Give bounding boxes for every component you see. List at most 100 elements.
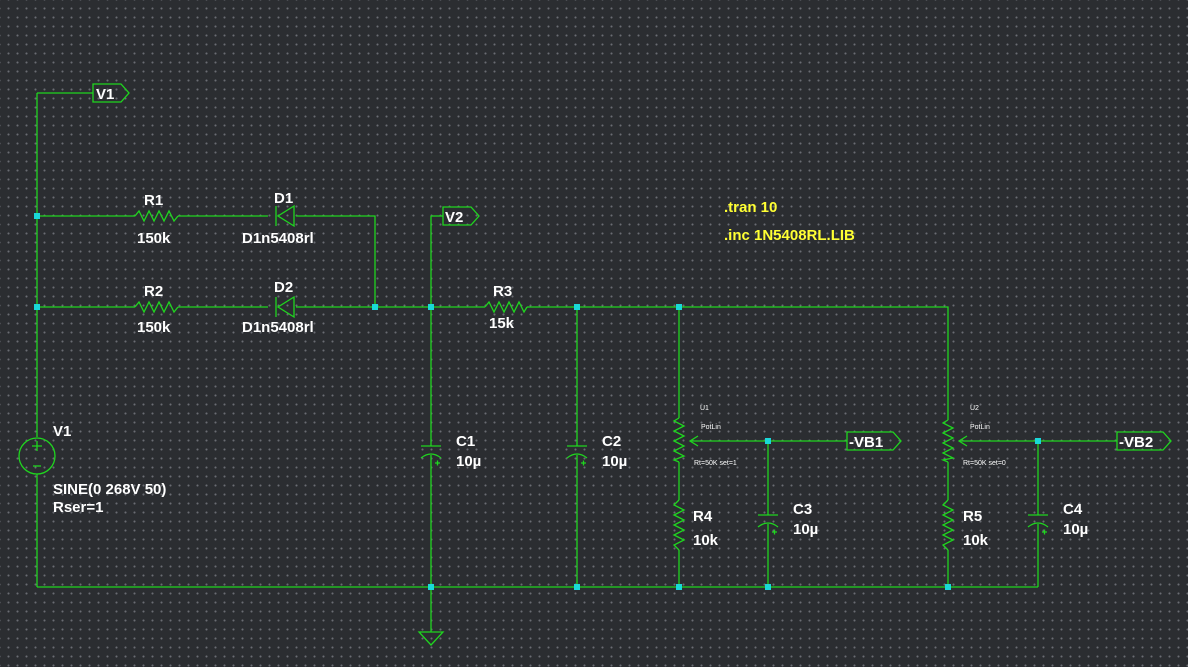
diode-triangle [276, 295, 295, 319]
r3-name: R3 [493, 283, 512, 300]
resistor-zigzag [134, 300, 179, 314]
r5-value: 10k [963, 532, 989, 549]
junction-dot [34, 213, 40, 219]
cap-plus [772, 529, 777, 535]
u2-name: U2 [970, 405, 979, 412]
junction-dot [676, 584, 682, 590]
u1-params: Rt=50K set=1 [694, 460, 737, 467]
c1-value: 10µ [456, 453, 481, 470]
net-flag-v2[interactable]: V2 [442, 206, 480, 226]
resistor-zigzag [134, 209, 179, 223]
net-flag-v1[interactable]: V1 [92, 83, 130, 103]
u1-name: U1 [700, 405, 709, 412]
cap-plus [1042, 529, 1047, 535]
u1-model: PotLin [701, 424, 721, 431]
wire-r3-right [527, 306, 949, 420]
flag-label-vb2: -VB2 [1119, 434, 1153, 451]
plus-sign [32, 441, 42, 451]
r2-name: R2 [144, 283, 163, 300]
source-name: V1 [53, 423, 71, 440]
pot-zigzag [672, 417, 686, 463]
r4-name: R4 [693, 508, 713, 525]
c3-value: 10µ [793, 521, 818, 538]
ground-triangle [417, 631, 445, 646]
junction-dot [372, 304, 378, 310]
r3-value: 15k [489, 315, 515, 332]
diode-triangle [276, 204, 295, 228]
flag-shape-v1 [92, 83, 130, 103]
cap-plus [581, 460, 586, 466]
junctions [34, 213, 1041, 590]
capacitor-c4[interactable]: C4 10µ [1027, 501, 1088, 538]
resistor-r1[interactable]: R1 150k [134, 192, 179, 247]
flag-shape-vb2 [1116, 431, 1172, 451]
pot-wiper-arrow [688, 435, 699, 447]
wire-d1-right [296, 215, 376, 307]
junction-dot [574, 584, 580, 590]
spice-directives[interactable]: .tran 10 .inc 1N5408RL.LIB [724, 199, 855, 244]
junction-dot [1035, 438, 1041, 444]
source-circle [18, 437, 56, 475]
flag-label-v2: V2 [445, 209, 463, 226]
resistor-zigzag [941, 499, 955, 551]
d1-name: D1 [274, 190, 293, 207]
junction-dot [428, 584, 434, 590]
potentiometer-u2[interactable]: U2 PotLin Rt=50K set=0 [940, 405, 1006, 467]
d2-name: D2 [274, 279, 293, 296]
d2-value: D1n5408rl [242, 319, 314, 336]
flag-label-v1: V1 [96, 86, 114, 103]
cap-plus [435, 460, 440, 466]
junction-dot [765, 584, 771, 590]
c4-name: C4 [1063, 501, 1083, 518]
capacitor-c3[interactable]: C3 10µ [757, 501, 818, 538]
junction-dot [574, 304, 580, 310]
flag-label-vb1: -VB1 [849, 434, 883, 451]
junction-dot [676, 304, 682, 310]
flag-shape-vb1 [846, 431, 902, 451]
resistor-zigzag [484, 300, 528, 314]
cap-plate-bottom [566, 453, 588, 459]
potentiometer-u1[interactable]: U1 PotLin Rt=50K set=1 [672, 405, 737, 467]
cap-plate-bottom [420, 453, 442, 459]
c1-name: C1 [456, 433, 475, 450]
r1-name: R1 [144, 192, 163, 209]
junction-dot [945, 584, 951, 590]
r5-name: R5 [963, 508, 982, 525]
junction-dot [428, 304, 434, 310]
directive-inc: .inc 1N5408RL.LIB [724, 227, 855, 244]
u2-model: PotLin [970, 424, 990, 431]
resistor-r3[interactable]: R3 15k [484, 283, 528, 332]
source-rser: Rser=1 [53, 499, 103, 516]
pot-zigzag [940, 419, 955, 463]
cap-plate-bottom [757, 522, 779, 528]
diode-d2[interactable]: D2 D1n5408rl [242, 279, 314, 336]
ground-symbol[interactable] [417, 631, 445, 646]
net-flag-vb2[interactable]: -VB2 [1116, 431, 1172, 451]
wires [36, 92, 1117, 632]
junction-dot [34, 304, 40, 310]
capacitor-c1[interactable]: C1 10µ [420, 433, 481, 470]
capacitor-c2[interactable]: C2 10µ [566, 433, 627, 470]
cap-plate-bottom [1027, 522, 1049, 528]
c2-value: 10µ [602, 453, 627, 470]
flag-shape-v2 [442, 206, 480, 226]
net-flag-vb1[interactable]: -VB1 [846, 431, 902, 451]
r2-value: 150k [137, 319, 171, 336]
resistor-r5[interactable]: R5 10k [941, 499, 989, 551]
r4-value: 10k [693, 532, 719, 549]
resistor-r2[interactable]: R2 150k [134, 283, 179, 336]
resistor-r4[interactable]: R4 10k [672, 499, 719, 551]
directive-tran: .tran 10 [724, 199, 777, 216]
resistor-zigzag [672, 499, 686, 551]
c2-name: C2 [602, 433, 621, 450]
junction-dot [765, 438, 771, 444]
diode-d1[interactable]: D1 D1n5408rl [242, 190, 314, 247]
u2-params: Rt=50K set=0 [963, 460, 1006, 467]
r1-value: 150k [137, 230, 171, 247]
voltage-source-v1[interactable]: V1 SINE(0 268V 50) Rser=1 [18, 423, 166, 516]
c4-value: 10µ [1063, 521, 1088, 538]
d1-value: D1n5408rl [242, 230, 314, 247]
source-value: SINE(0 268V 50) [53, 481, 166, 498]
c3-name: C3 [793, 501, 812, 518]
